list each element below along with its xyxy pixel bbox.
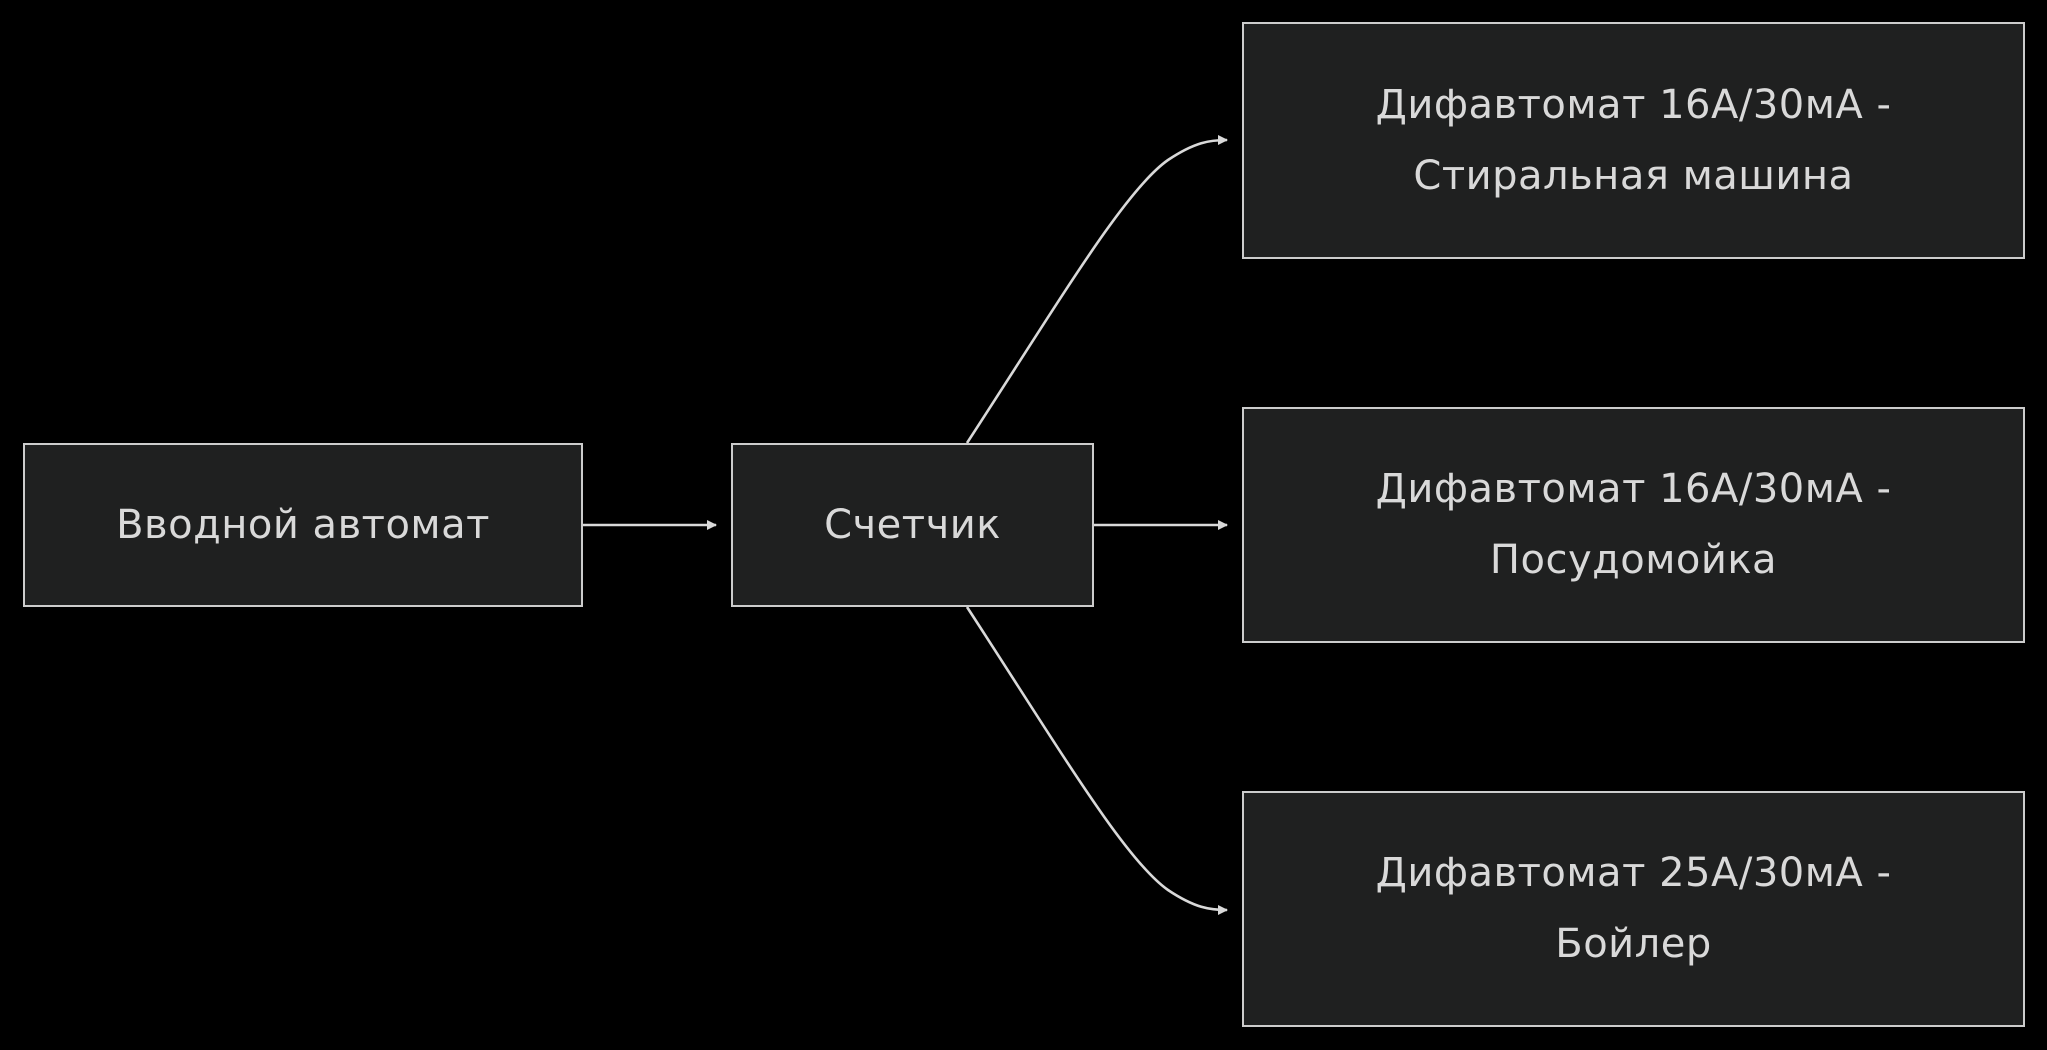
node-meter: Счетчик <box>731 443 1094 607</box>
node-boiler-rcbo-label-line2: Бойлер <box>1555 921 1712 967</box>
node-washing-machine-rcbo-label-line1: Дифавтомат 16A/30мА - <box>1375 81 1892 128</box>
node-boiler-rcbo: Дифавтомат 25A/30мА - Бойлер <box>1242 791 2025 1027</box>
node-dishwasher-rcbo-label-line1: Дифавтомат 16A/30мА - <box>1375 466 1892 512</box>
node-washing-machine-rcbo: Дифавтомат 16A/30мА - Стиральная машина <box>1242 22 2025 259</box>
node-input-breaker-label: Вводной автомат <box>116 501 490 548</box>
node-input-breaker: Вводной автомат <box>23 443 583 607</box>
node-washing-machine-rcbo-label-line2: Стиральная машина <box>1413 152 1854 199</box>
node-meter-label: Счетчик <box>824 501 1001 548</box>
edge-meter-to-washer <box>965 135 1228 444</box>
node-boiler-rcbo-label-line1: Дифавтомат 25A/30мА - <box>1375 850 1892 896</box>
node-dishwasher-rcbo-label-line2: Посудомойка <box>1489 537 1778 583</box>
node-dishwasher-rcbo: Дифавтомат 16A/30мА - Посудомойка <box>1242 407 2025 643</box>
edge-meter-to-boiler <box>965 606 1228 915</box>
